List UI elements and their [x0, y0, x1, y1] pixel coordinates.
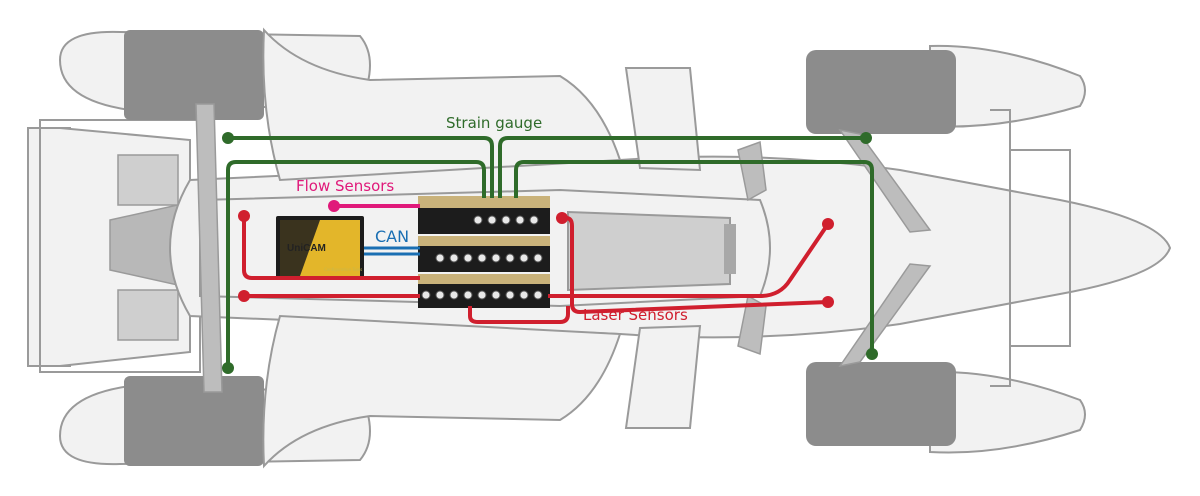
- laser-sensor-endpoints: [238, 210, 834, 308]
- laser-point-front-bottom: [822, 296, 834, 308]
- laser-sensor-wires: [242, 216, 830, 324]
- front-left-tyre: [806, 50, 956, 134]
- flow-sensor-wire: [328, 200, 420, 212]
- strain-gauge-endpoints: [222, 132, 878, 374]
- can-wires: [364, 246, 420, 256]
- front-right-tyre: [806, 362, 956, 446]
- front-tyres: [806, 44, 1086, 454]
- can-label: CAN: [375, 227, 410, 246]
- laser-point-rear-top: [238, 210, 250, 222]
- strain-gauge-point-rear-left: [222, 132, 234, 144]
- module-stack: [418, 196, 550, 308]
- unicam-brand-label: UniCAM: [287, 243, 326, 254]
- unicam-tag-label: Configuration Tools: [324, 267, 363, 272]
- rear-right-tyre: [124, 376, 264, 466]
- strain-gauge-point-front-left: [860, 132, 872, 144]
- unicam-device: [276, 216, 364, 280]
- rear-left-tyre: [124, 30, 264, 120]
- laser-point-front-top: [822, 218, 834, 230]
- front-nose: [990, 109, 1071, 387]
- flow-sensors-label: Flow Sensors: [296, 177, 395, 195]
- strain-gauge-label: Strain gauge: [446, 114, 543, 132]
- laser-point-rear-bottom: [238, 290, 250, 302]
- laser-sensors-label: Laser Sensors: [583, 306, 688, 324]
- strain-gauge-wires: [226, 136, 874, 368]
- laser-point-center: [556, 212, 568, 224]
- strain-gauge-point-rear-right: [222, 362, 234, 374]
- strain-gauge-point-front-right: [866, 348, 878, 360]
- suspension: [195, 103, 932, 393]
- cockpit: [567, 210, 736, 292]
- sidepods: [262, 27, 702, 469]
